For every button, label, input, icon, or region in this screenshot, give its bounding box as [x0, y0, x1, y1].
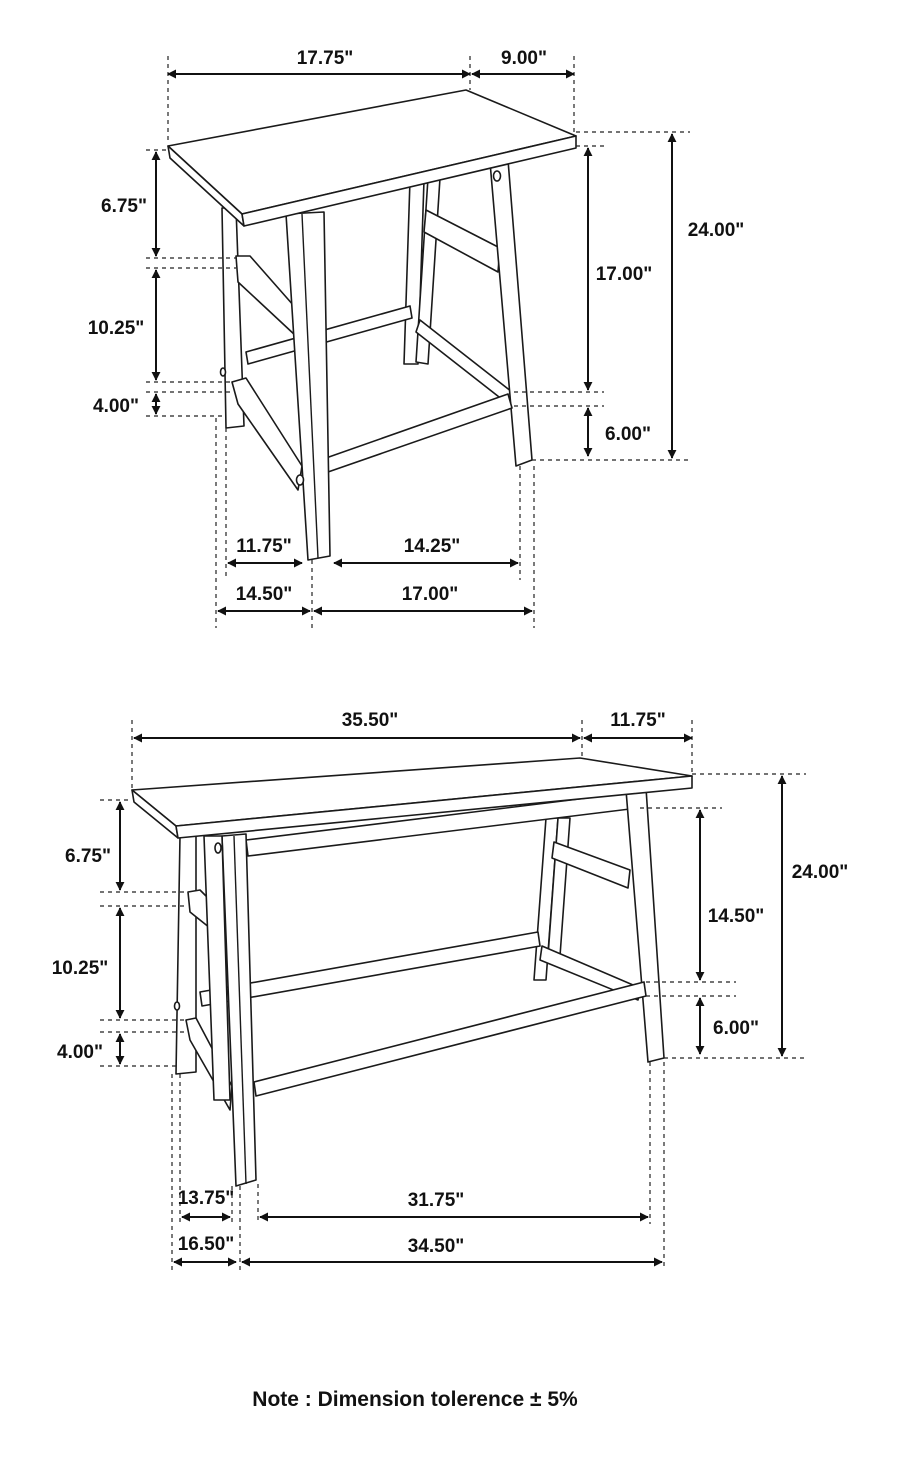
table-right-front-leg: [625, 787, 665, 1063]
stool-apron-height-label: 6.75": [101, 196, 147, 217]
table-extension-lines: [100, 720, 806, 1270]
table-stretcher-to-floor-label: 6.00": [713, 1018, 759, 1039]
table-leg-inner-height-label: 14.50": [708, 906, 765, 927]
stool-right-side-rail-upper: [423, 209, 501, 273]
stool-overall-height-label: 24.00": [688, 220, 745, 241]
table-width-top-label: 35.50": [342, 710, 399, 731]
table-right-side-rail-lower: [539, 945, 641, 1001]
stool-dimension-labels: 17.75" 9.00" 6.75" 10.25" 4.00" 24.00" 1…: [88, 48, 745, 605]
stool-back-stretcher: [245, 305, 413, 365]
stool-stretcher-to-floor-label: 6.00": [605, 424, 651, 445]
table-front-stretcher: [253, 981, 647, 1097]
stool-inner-depth-label: 11.75": [236, 536, 292, 557]
table-overall-height-label: 24.00": [792, 862, 849, 883]
stool-center-leg: [285, 211, 331, 561]
stool-stretcher-height-label: 4.00": [93, 396, 139, 417]
stool-width-top-label: 17.75": [297, 48, 354, 69]
table-outer-depth-label: 16.50": [178, 1234, 235, 1255]
table-dimension-arrows: [115, 733, 787, 1267]
table-center-leg: [221, 833, 257, 1187]
stool-mid-gap-label: 10.25": [88, 318, 145, 339]
stool-depth-top-label: 9.00": [501, 48, 547, 69]
stool-left-side-rail-upper: [235, 255, 297, 337]
table-stretcher-height-label: 4.00": [57, 1042, 103, 1063]
table-apron-height-label: 6.75": [65, 846, 111, 867]
table-right-side-rail-upper: [551, 841, 631, 889]
stool-inner-width-label: 14.25": [404, 536, 461, 557]
stool-front-stretcher: [325, 393, 513, 473]
stool-right-front-leg: [489, 159, 533, 467]
table-outer-width-label: 34.50": [408, 1236, 465, 1257]
stool-outer-width-label: 17.00": [402, 584, 459, 605]
table-depth-top-label: 11.75": [610, 710, 666, 731]
stool-left-side-rail-lower: [231, 377, 303, 491]
stool-leg-inner-height-label: 17.00": [596, 264, 653, 285]
stool-dimension-arrows: [151, 69, 677, 616]
stool-drawing: [167, 89, 577, 561]
stool-outer-depth-label: 14.50": [236, 584, 293, 605]
stool-right-side-rail-lower: [415, 319, 513, 405]
table-inner-width-label: 31.75": [408, 1190, 465, 1211]
table-inner-depth-label: 13.75": [178, 1188, 235, 1209]
tolerance-note: Note : Dimension tolerence ± 5%: [252, 1388, 578, 1411]
table-drawing: [131, 757, 693, 1187]
table-back-stretcher: [199, 931, 541, 1007]
table-dimension-labels: 35.50" 11.75" 6.75" 10.25" 4.00" 24.00" …: [52, 710, 849, 1257]
table-mid-gap-label: 10.25": [52, 958, 109, 979]
